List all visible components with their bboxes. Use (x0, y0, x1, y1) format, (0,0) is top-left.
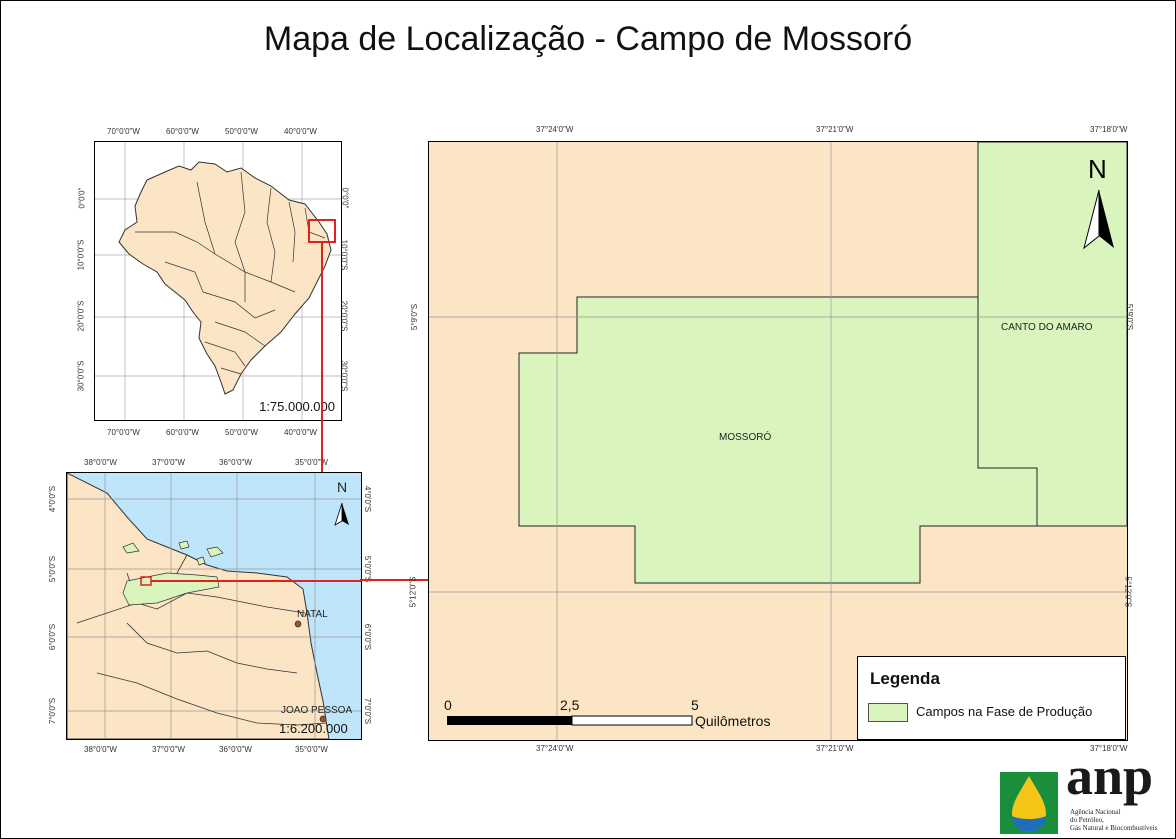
joao-pessoa-city-label: JOAO PESSOA (281, 705, 353, 716)
anp-logo-subtitle-2: do Petróleo, (1070, 816, 1104, 824)
anp-logo-subtitle-1: Agência Nacional (1070, 808, 1121, 816)
region-land (67, 473, 330, 739)
anp-logo-subtitle-3: Gás Natural e Biocombustíveis (1070, 824, 1158, 832)
brazil-outline (118, 161, 332, 395)
main-bottom-tick-2: 37°21'0"W (816, 744, 854, 753)
anp-logo-mark-icon (1000, 772, 1058, 834)
region-scale-ratio: 1:6.200.000 (279, 721, 348, 736)
natal-city-label: NATAL (297, 609, 328, 620)
mossoro-field-label: MOSSORÓ (719, 432, 772, 443)
region-north-label: N (337, 479, 348, 495)
legend-swatch-production-fields (868, 703, 908, 722)
brazil-bottom-tick-2: 60°0'0"W (166, 428, 199, 437)
brazil-top-tick-2: 60°0'0"W (166, 127, 199, 136)
brazil-bottom-tick-4: 40°0'0"W (284, 428, 317, 437)
mossoro-field (518, 296, 1038, 584)
brazil-top-tick-3: 50°0'0"W (225, 127, 258, 136)
main-right-tick-2: 5°12'0"S (1123, 576, 1133, 608)
page-title: Mapa de Localização - Campo de Mossoró (263, 20, 913, 58)
region-map (67, 473, 361, 739)
main-top-tick-1: 37°24'0"W (536, 125, 574, 134)
brazil-map (95, 142, 341, 420)
region-top-tick-2: 37°0'0"W (152, 458, 185, 467)
main-left-tick-1: 5°9'0"S (410, 303, 420, 331)
scale-bar-label-5: 5 (691, 697, 699, 713)
joao-pessoa-city-dot (319, 715, 327, 723)
main-north-label: N (1088, 154, 1107, 184)
canto-do-amaro-field (977, 142, 1127, 527)
anp-logo: anp Agência Nacional do Petróleo, Gás Na… (1000, 746, 1176, 838)
region-top-tick-4: 35°0'0"W (295, 458, 328, 467)
scale-bar-label-2-5: 2,5 (560, 697, 580, 713)
brazil-top-tick-1: 70°0'0"W (107, 127, 140, 136)
legend-title: Legenda (870, 669, 940, 688)
brazil-bottom-tick-1: 70°0'0"W (107, 428, 140, 437)
scale-bar-unit: Quilômetros (695, 713, 771, 729)
main-map (429, 142, 1127, 740)
region-bottom-tick-1: 38°0'0"W (84, 745, 117, 754)
main-scale-bar (447, 715, 693, 726)
legend-box: Legenda Campos na Fase de Produção (857, 656, 1126, 740)
brazil-top-tick-4: 40°0'0"W (284, 127, 317, 136)
region-top-tick-3: 36°0'0"W (219, 458, 252, 467)
main-bottom-tick-1: 37°24'0"W (536, 744, 574, 753)
brazil-inset-frame: 1:75.000.000 (94, 141, 342, 421)
canto-do-amaro-field-label: CANTO DO AMARO (1001, 322, 1093, 333)
region-bottom-tick-3: 36°0'0"W (219, 745, 252, 754)
region-top-tick-1: 38°0'0"W (84, 458, 117, 467)
main-top-tick-2: 37°21'0"W (816, 125, 854, 134)
main-north-arrow-icon (1083, 189, 1114, 250)
region-north-arrow-icon (334, 502, 349, 526)
region-bottom-tick-2: 37°0'0"W (152, 745, 185, 754)
natal-city-dot (294, 620, 302, 628)
main-top-tick-3: 37°18'0"W (1090, 125, 1128, 134)
main-right-tick-1: 5°9'0"S (1125, 303, 1135, 331)
main-left-tick-2: 5°12'0"S (408, 576, 418, 608)
scale-bar-label-0: 0 (444, 697, 452, 713)
anp-logo-wordmark: anp (1066, 746, 1154, 806)
main-map-frame: N MOSSORÓ CANTO DO AMARO 0 2,5 5 Quilôme… (428, 141, 1128, 741)
main-bottom-tick-3: 37°18'0"W (1090, 744, 1128, 753)
legend-label-production-fields: Campos na Fase de Produção (916, 704, 1093, 719)
region-inset-frame: N NATAL JOAO PESSOA 1:6.200.000 (66, 472, 362, 740)
region-bottom-tick-4: 35°0'0"W (295, 745, 328, 754)
brazil-scale-ratio: 1:75.000.000 (259, 399, 335, 414)
brazil-bottom-tick-3: 50°0'0"W (225, 428, 258, 437)
